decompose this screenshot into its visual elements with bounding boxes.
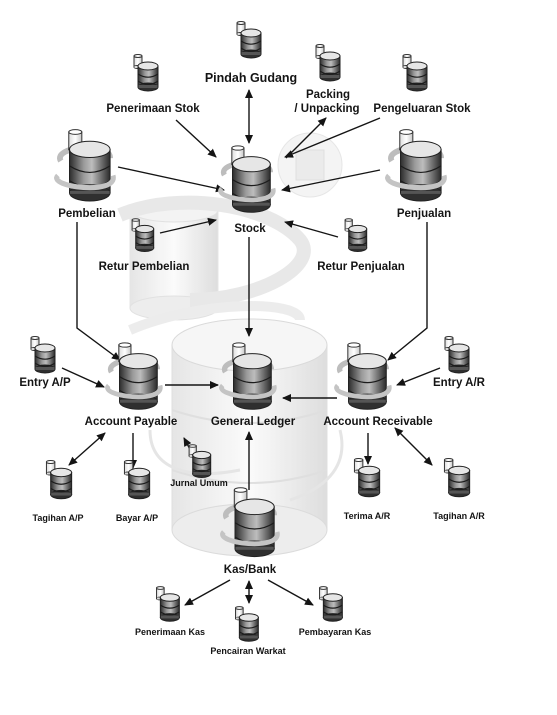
arrow-entryap-ap xyxy=(61,367,105,388)
label-stock: Stock xyxy=(234,223,266,235)
label-penerimaan-kas: Penerimaan Kas xyxy=(135,627,205,637)
connector-arrows xyxy=(61,89,441,606)
label-kas-bank: Kas/Bank xyxy=(224,564,277,576)
database-icon-kas-bank xyxy=(220,487,280,558)
database-icon-stock xyxy=(218,145,276,213)
database-icon-entry-ap xyxy=(30,336,56,374)
node-labels: Pindah Gudang Packing / Unpacking Peneri… xyxy=(19,71,485,656)
arrow-pembelian-stock xyxy=(117,166,225,193)
label-packing-line1: Packing xyxy=(306,89,350,101)
arrow-ar-tagihan xyxy=(394,427,433,466)
database-icon-packing xyxy=(315,44,341,82)
label-account-receivable: Account Receivable xyxy=(323,416,432,428)
label-pembelian: Pembelian xyxy=(58,208,116,220)
arrow-returbeli-stock xyxy=(159,217,217,234)
label-tagihan-ar: Tagihan A/R xyxy=(433,511,485,521)
label-retur-pembelian: Retur Pembelian xyxy=(99,261,190,273)
arrow-entryar-ar xyxy=(396,367,441,386)
arrow-pengeluaran-stock xyxy=(284,117,381,158)
label-pencairan-warkat: Pencairan Warkat xyxy=(210,646,285,656)
arrow-returjual-stock xyxy=(284,220,339,238)
arrow-pembelian-ap xyxy=(76,222,121,361)
database-icon-penerimaan-stok xyxy=(133,54,159,92)
arrow-ap-tagihan xyxy=(68,432,106,466)
ghost-database-packing xyxy=(277,132,343,198)
arrow-penjualan-ar xyxy=(387,222,428,361)
database-icon-pindah-gudang xyxy=(236,21,262,59)
database-icon-jurnal-umum xyxy=(188,444,212,478)
database-icon-pembelian xyxy=(54,129,116,202)
database-icon-retur-pembelian xyxy=(131,218,155,252)
arrow-penjualan-stock xyxy=(281,169,381,193)
label-penjualan: Penjualan xyxy=(397,208,451,220)
database-icon-account-payable xyxy=(105,342,163,410)
database-icon-tagihan-ap xyxy=(45,459,73,500)
arrow-kas-penerimaan xyxy=(184,579,231,606)
label-account-payable: Account Payable xyxy=(85,416,178,428)
database-icon-account-receivable xyxy=(334,342,392,410)
database-icon-entry-ar xyxy=(444,336,470,374)
label-penerimaan-stok: Penerimaan Stok xyxy=(106,103,200,115)
database-icon-penjualan xyxy=(385,129,447,202)
label-jurnal-umum: Jurnal Umum xyxy=(170,478,228,488)
database-icon-pengeluaran-stok xyxy=(402,54,428,92)
label-retur-penjualan: Retur Penjualan xyxy=(317,261,405,273)
arrow-penerimaan-stock xyxy=(175,119,217,158)
database-icon-pembayaran-kas xyxy=(319,586,343,622)
database-icons xyxy=(30,21,471,642)
label-bayar-ap: Bayar A/P xyxy=(116,513,158,523)
label-entry-ap: Entry A/P xyxy=(19,377,71,389)
label-pembayaran-kas: Pembayaran Kas xyxy=(299,627,372,637)
label-terima-ar: Terima A/R xyxy=(344,511,391,521)
database-icon-terima-ar xyxy=(353,457,381,498)
database-icon-general-ledger xyxy=(219,342,277,410)
label-tagihan-ap: Tagihan A/P xyxy=(32,513,83,523)
label-packing-line2: / Unpacking xyxy=(294,103,359,115)
database-icon-penerimaan-kas xyxy=(156,586,180,622)
arrow-kas-pembayaran xyxy=(267,579,314,606)
label-general-ledger: General Ledger xyxy=(211,416,296,428)
database-icon-bayar-ap xyxy=(123,459,151,500)
database-icon-retur-penjualan xyxy=(344,218,368,252)
database-icon-pencairan-warkat xyxy=(235,606,259,642)
label-entry-ar: Entry A/R xyxy=(433,377,486,389)
label-pindah-gudang: Pindah Gudang xyxy=(205,71,297,85)
label-pengeluaran-stok: Pengeluaran Stok xyxy=(373,103,471,115)
database-icon-tagihan-ar xyxy=(443,457,471,498)
